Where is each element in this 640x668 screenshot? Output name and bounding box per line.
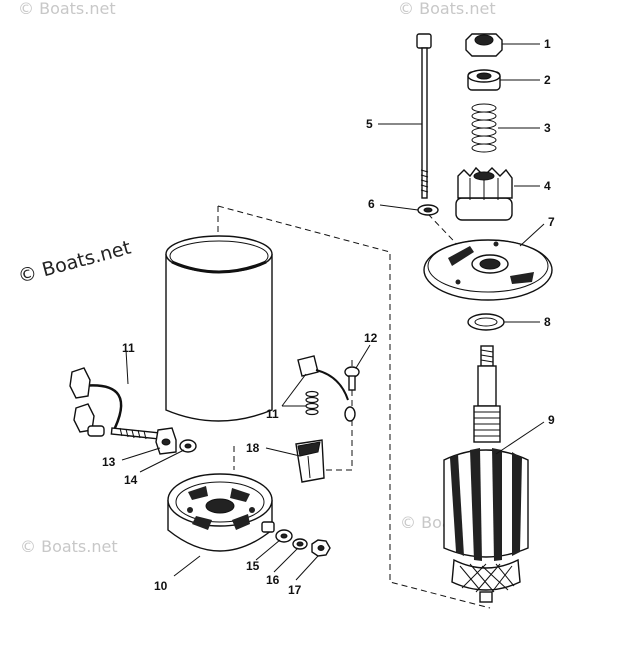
callout-11a: 11 xyxy=(122,341,135,355)
callout-9: 9 xyxy=(548,413,555,427)
through-bolt xyxy=(416,33,432,199)
callout-5: 5 xyxy=(366,117,373,131)
callout-6: 6 xyxy=(368,197,375,211)
end-frame-plate xyxy=(423,239,553,301)
callout-12: 12 xyxy=(364,331,378,345)
callout-13: 13 xyxy=(102,455,116,469)
spacer xyxy=(467,69,501,91)
callout-10: 10 xyxy=(154,579,168,593)
callout-3: 3 xyxy=(544,121,551,135)
field-frame-housing xyxy=(165,235,273,422)
drive-spring xyxy=(471,103,497,153)
callout-4: 4 xyxy=(544,179,551,193)
watermark-top-left: © Boats.net xyxy=(18,0,116,18)
lead-wire-assembly xyxy=(69,367,159,440)
callout-11b: 11 xyxy=(266,407,279,421)
terminal-insulator xyxy=(155,427,177,455)
commutator-end-cap xyxy=(167,473,275,552)
terminal-nut xyxy=(311,539,331,557)
callout-17: 17 xyxy=(288,583,302,597)
flat-washer xyxy=(275,529,293,543)
watermark-bottom-left: © Boats.net xyxy=(20,537,118,556)
armature xyxy=(443,345,529,603)
callout-14: 14 xyxy=(124,473,138,487)
watermark-main: © Boats.net xyxy=(16,237,134,288)
bolt-washer xyxy=(417,204,439,216)
brush-screw xyxy=(344,366,360,391)
lock-washer xyxy=(292,538,308,550)
callout-8: 8 xyxy=(544,315,551,329)
callout-16: 16 xyxy=(266,573,280,587)
terminal-washer xyxy=(179,439,197,453)
watermark-top-right: © Boats.net xyxy=(398,0,496,18)
thrust-washer xyxy=(467,313,505,331)
callout-1: 1 xyxy=(544,37,551,51)
callout-15: 15 xyxy=(246,559,260,573)
callout-7: 7 xyxy=(548,215,555,229)
drive-pinion xyxy=(455,166,513,221)
brush-holder xyxy=(295,439,325,483)
leader-lines xyxy=(121,43,545,581)
hex-nut xyxy=(465,33,503,57)
callout-2: 2 xyxy=(544,73,551,87)
brush-and-spring xyxy=(297,355,356,422)
callout-18: 18 xyxy=(246,441,260,455)
